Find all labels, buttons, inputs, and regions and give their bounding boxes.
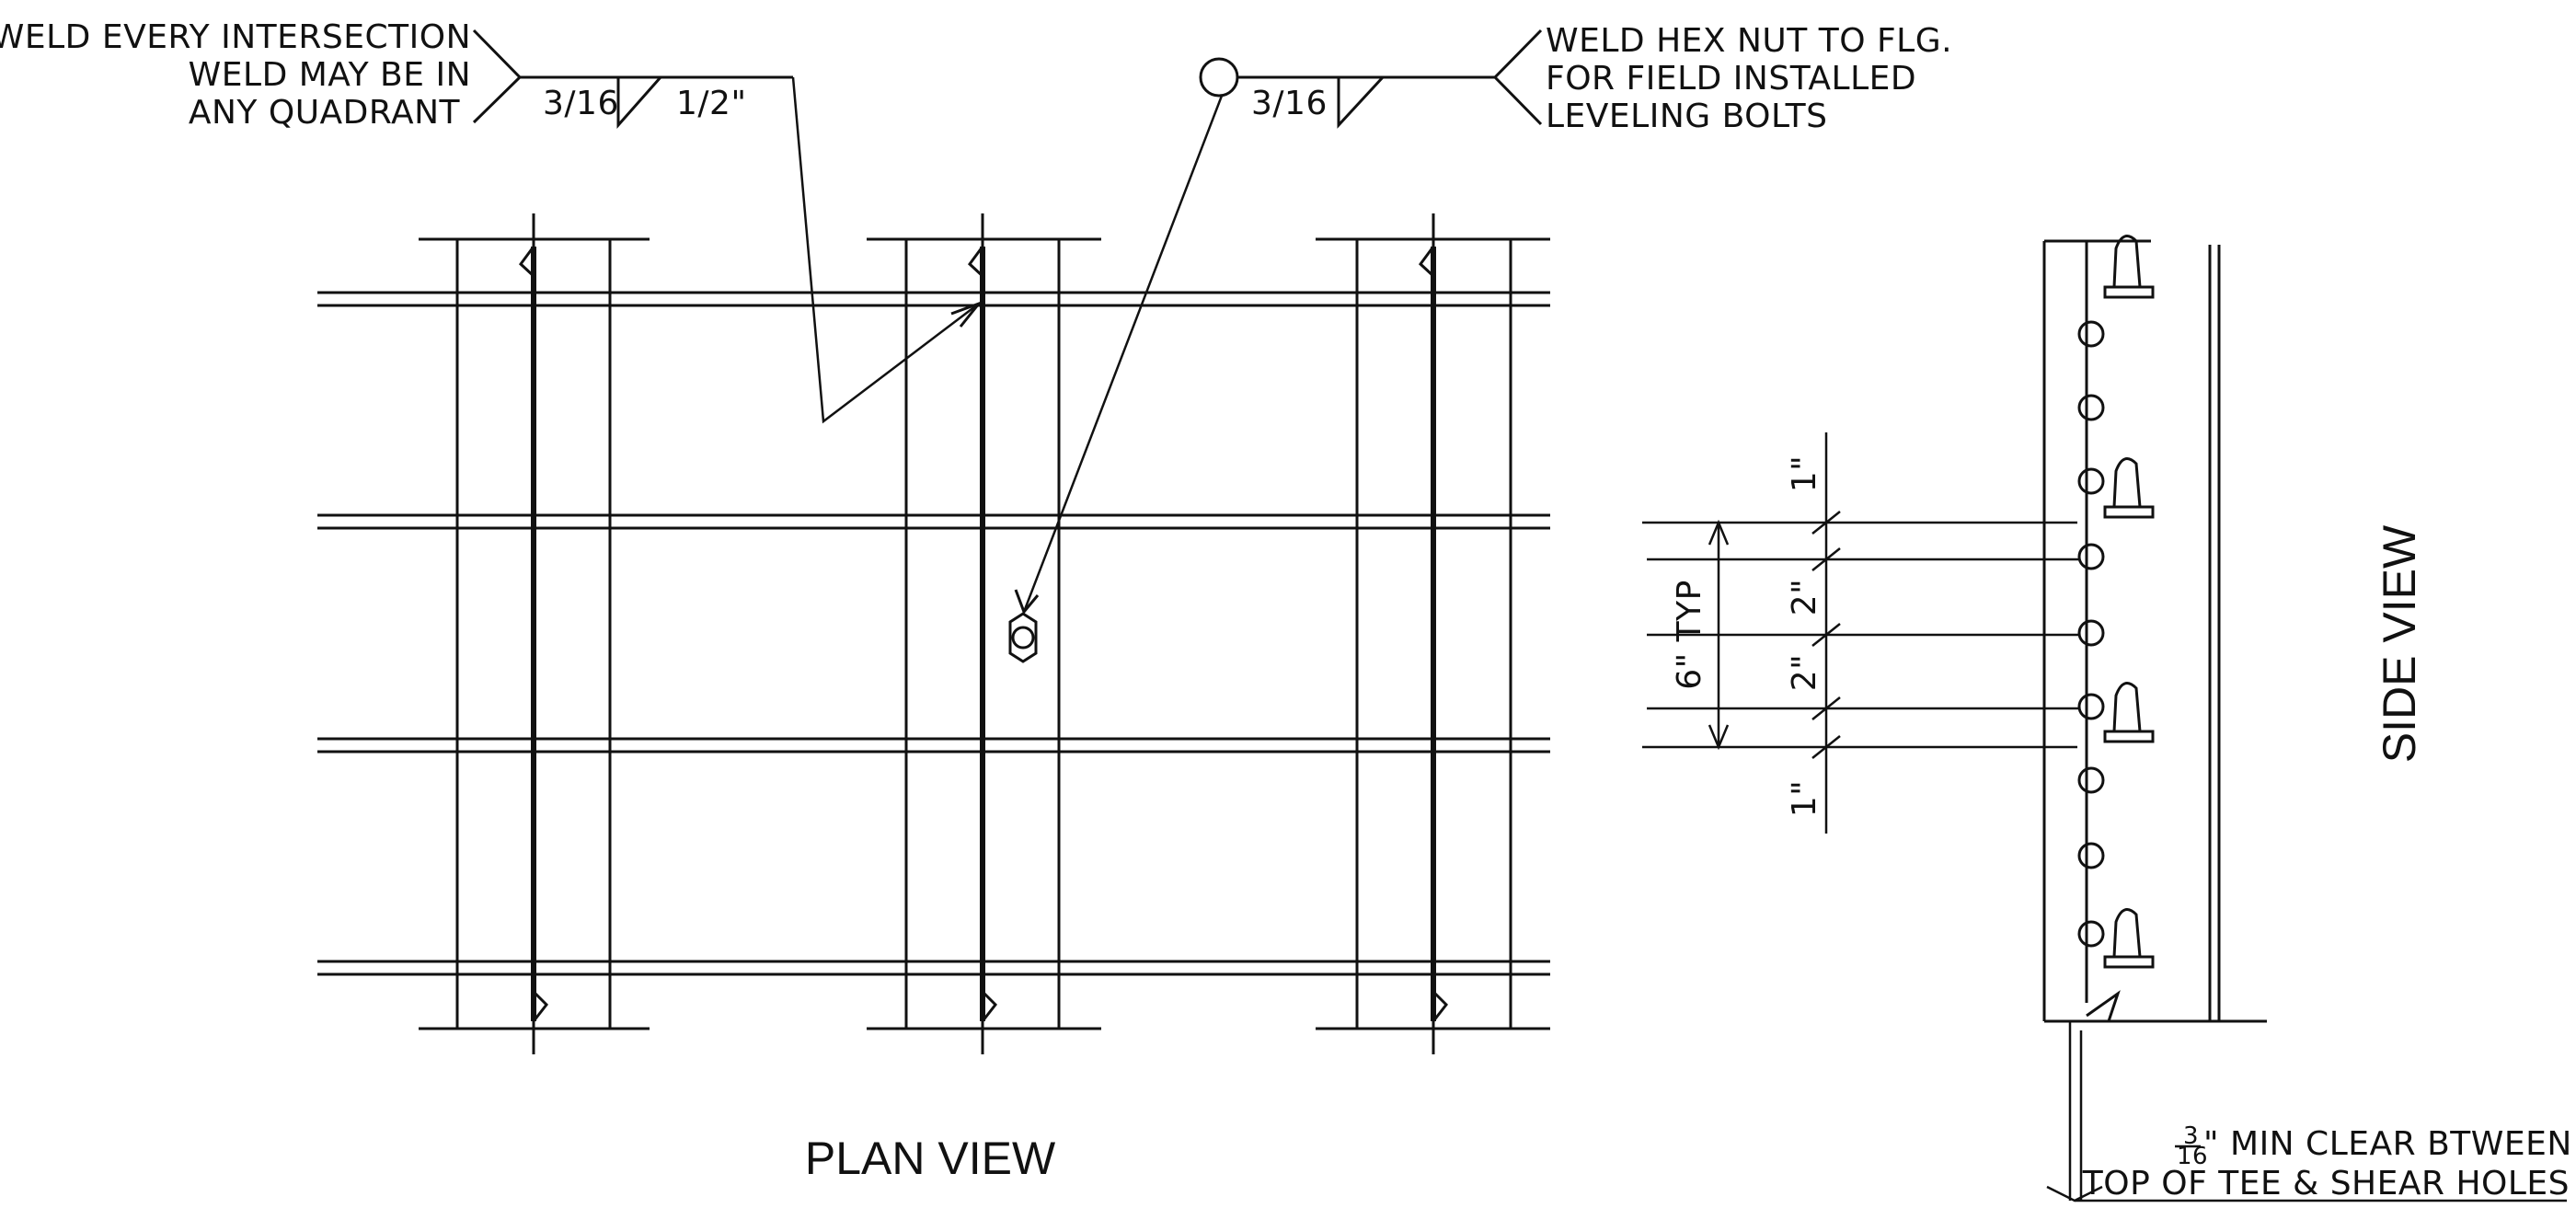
dimension-2in-b: 2" xyxy=(1786,654,1823,691)
weld-callout-right: WELD HEX NUT TO FLG. FOR FIELD INSTALLED… xyxy=(1014,22,1952,615)
plan-view-label: PLAN VIEW xyxy=(805,1133,1056,1184)
dimension-top-1in: 1" xyxy=(1786,455,1823,492)
weld-note-right-line1: WELD HEX NUT TO FLG. xyxy=(1546,22,1952,60)
weld-length-left: 1/2" xyxy=(676,85,747,122)
plan-rails xyxy=(317,291,1550,976)
hex-nut-icon xyxy=(1008,612,1038,663)
weld-note-left-line1: WELD EVERY INTERSECTION xyxy=(0,18,471,56)
leader-line-left xyxy=(791,76,980,424)
plan-column-3 xyxy=(1316,213,1550,1054)
dimension-lines xyxy=(1642,432,2079,834)
plan-column-1 xyxy=(419,213,650,1054)
stud-anchors xyxy=(2103,235,2155,969)
weld-tail-left xyxy=(472,29,523,124)
weld-size-right: 3/16 xyxy=(1251,85,1328,122)
clearance-fraction-num: 3 xyxy=(2183,1122,2199,1150)
arrow-head-left xyxy=(950,300,983,328)
arrow-head-right xyxy=(1014,589,1040,615)
weld-note-left-line3: ANY QUADRANT xyxy=(189,94,461,132)
leader-line-right xyxy=(1022,95,1224,613)
fillet-weld-symbol-left xyxy=(616,76,662,129)
weld-note-left-line2: WELD MAY BE IN xyxy=(189,56,471,94)
plan-column-2 xyxy=(867,213,1101,1054)
fillet-weld-symbol-right xyxy=(1337,75,1385,129)
weld-note-right-line2: FOR FIELD INSTALLED xyxy=(1546,60,1916,98)
clearance-note-line2: TOP OF TEE & SHEAR HOLES xyxy=(2082,1165,2570,1202)
plan-view: PLAN VIEW xyxy=(317,213,1550,1184)
clearance-note-line1: " MIN CLEAR BTWEEN xyxy=(2203,1125,2572,1163)
weld-size-left: 3/16 xyxy=(543,85,619,122)
weld-note-right-line3: LEVELING BOLTS xyxy=(1546,98,1827,135)
weld-tail-right xyxy=(1492,29,1543,126)
dimension-2in-a: 2" xyxy=(1786,579,1823,616)
clearance-note: 3 16 " MIN CLEAR BTWEEN TOP OF TEE & SHE… xyxy=(2082,1122,2572,1202)
weld-all-around-circle xyxy=(1199,57,1239,98)
side-view: 6" TYP 1" 2" 2" 1" SIDE VIEW xyxy=(1642,235,2567,1202)
shear-holes xyxy=(2077,320,2105,948)
dimension-typ: 6" TYP xyxy=(1671,580,1708,690)
weld-callout-left: WELD EVERY INTERSECTION WELD MAY BE IN A… xyxy=(0,18,983,424)
dimension-bot-1in: 1" xyxy=(1786,780,1823,817)
side-view-label: SIDE VIEW xyxy=(2374,524,2425,763)
